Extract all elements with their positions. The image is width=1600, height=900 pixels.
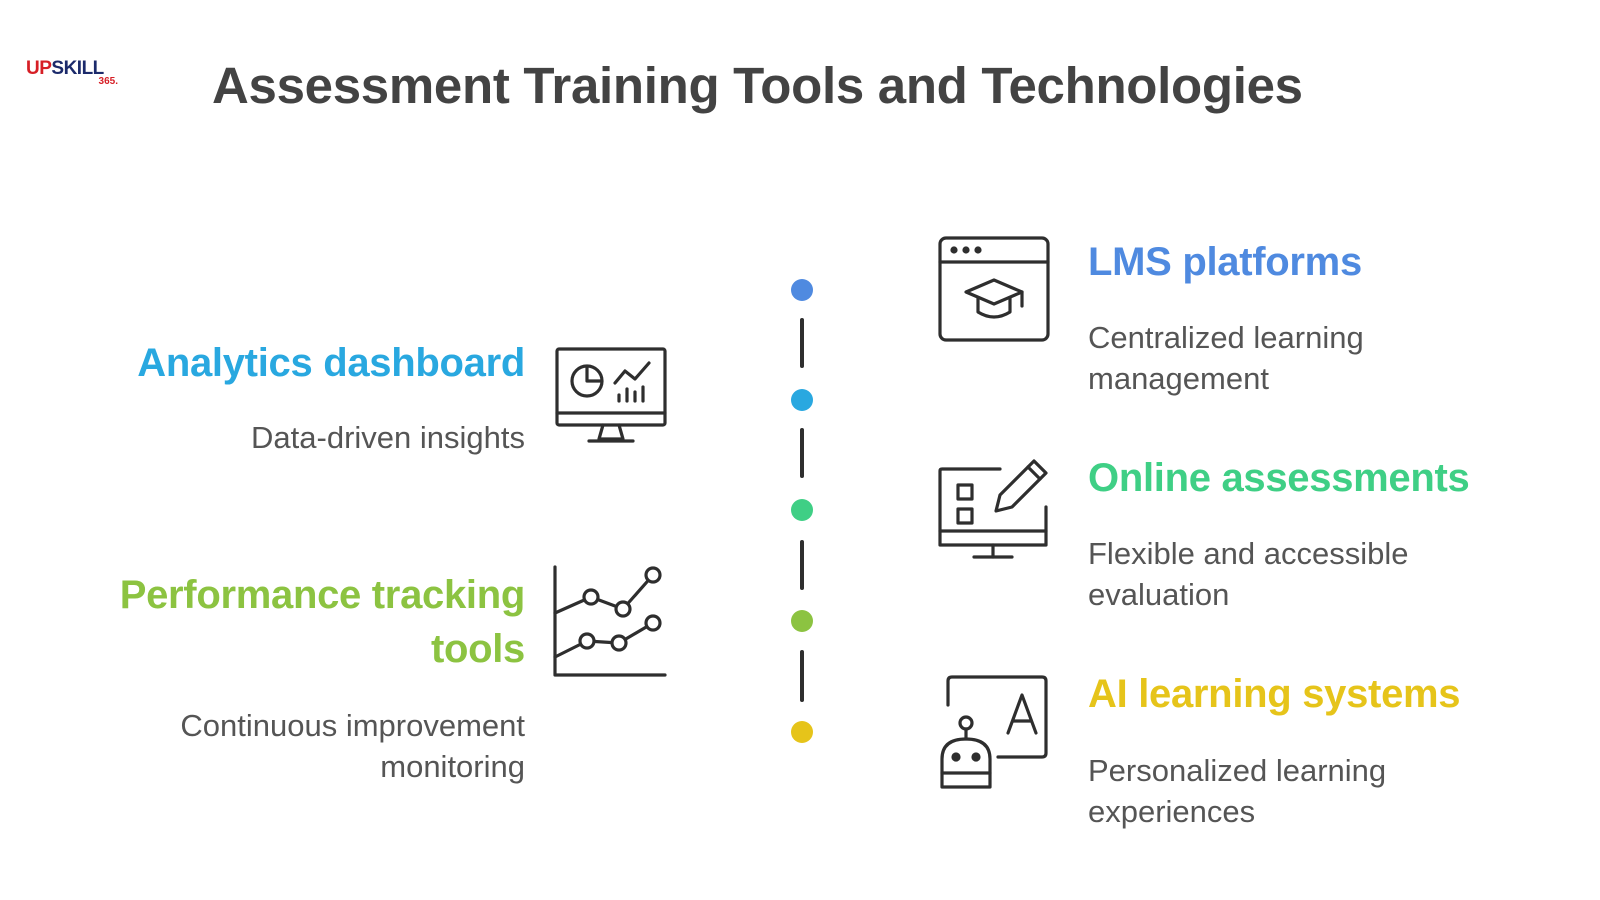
ai-description-line1: Personalized learning <box>1088 753 1387 788</box>
monitor-chart-icon <box>555 347 667 453</box>
logo-text-skill: SKILL <box>51 58 104 79</box>
timeline-dot-online <box>791 499 813 521</box>
online-description-line1: Flexible and accessible <box>1088 536 1409 571</box>
lms-title: LMS platforms <box>1088 240 1362 284</box>
upskill-logo: UPSKILL 365. <box>26 58 126 92</box>
performance-title-line1: Performance tracking <box>119 573 526 617</box>
performance-title-line2: tools <box>430 627 525 671</box>
logo-text-up: UP <box>26 58 52 79</box>
online-title: Online assessments <box>1088 456 1470 500</box>
analytics-description: Data-driven insights <box>251 420 525 455</box>
timeline-dot-lms <box>791 279 813 301</box>
lms-description-line1: Centralized learning <box>1088 320 1364 355</box>
timeline-connector <box>800 428 804 478</box>
ai-description-line2: experiences <box>1088 794 1256 829</box>
timeline-connector <box>800 318 804 368</box>
line-graph-icon <box>553 565 668 680</box>
analytics-title: Analytics dashboard <box>137 341 525 385</box>
timeline-dot-analytics <box>791 389 813 411</box>
performance-description-line1: Continuous improvement <box>180 708 525 743</box>
timeline-connector <box>800 650 804 702</box>
timeline-dot-ai <box>791 721 813 743</box>
logo-text-number: 365. <box>98 76 118 87</box>
timeline-dot-performance <box>791 610 813 632</box>
online-description-line2: evaluation <box>1088 577 1230 612</box>
page-title: Assessment Training Tools and Technologi… <box>212 57 1303 114</box>
ai-title: AI learning systems <box>1088 672 1461 716</box>
robot-letter-icon <box>938 675 1052 790</box>
performance-description-line2: monitoring <box>380 749 525 784</box>
checklist-pencil-monitor-icon <box>938 455 1052 565</box>
lms-description-line2: management <box>1088 361 1269 396</box>
graduation-cap-browser-icon <box>938 236 1050 342</box>
timeline-connector <box>800 540 804 590</box>
